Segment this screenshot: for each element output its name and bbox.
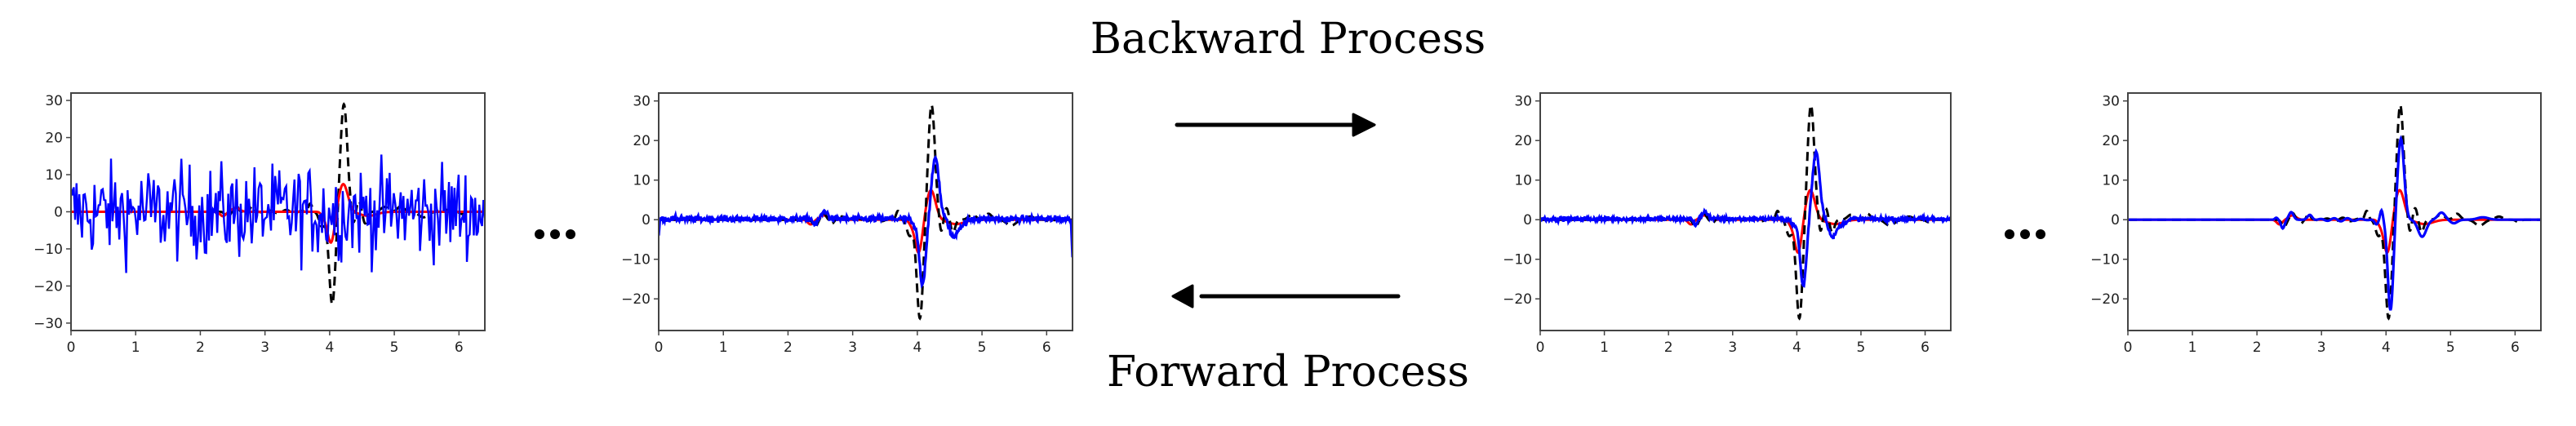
x-tick-label: 5 bbox=[390, 339, 399, 356]
y-tick-label: 0 bbox=[1523, 212, 1532, 229]
x-tick-label: 2 bbox=[196, 339, 205, 356]
y-tick-label: 0 bbox=[2111, 212, 2120, 229]
y-tick-label: 20 bbox=[633, 133, 651, 149]
sample-line bbox=[1540, 148, 1951, 288]
x-tick-label: 6 bbox=[2511, 339, 2520, 356]
y-tick-label: 20 bbox=[2102, 133, 2120, 149]
y-tick-label: 0 bbox=[642, 212, 651, 229]
x-tick-label: 0 bbox=[67, 339, 76, 356]
target-line bbox=[2128, 102, 2541, 321]
y-tick-label: 10 bbox=[2102, 173, 2120, 189]
y-tick-label: 10 bbox=[45, 167, 63, 184]
x-tick-label: 3 bbox=[260, 339, 269, 356]
forward-process-title: Forward Process bbox=[1106, 348, 1469, 397]
y-tick-label: 20 bbox=[45, 131, 63, 147]
y-tick-label: 20 bbox=[1514, 133, 1532, 149]
x-tick-label: 5 bbox=[978, 339, 987, 356]
y-tick-label: 30 bbox=[45, 93, 63, 109]
x-tick-label: 2 bbox=[1664, 339, 1673, 356]
sample-line bbox=[659, 154, 1073, 289]
x-tick-label: 0 bbox=[1536, 339, 1545, 356]
x-tick-label: 2 bbox=[784, 339, 793, 356]
x-tick-label: 4 bbox=[913, 339, 922, 356]
y-tick-label: 10 bbox=[633, 173, 651, 189]
plot-panel-2: 0 1 2 3 4 5 6 −20 −10 0 10 20 30 bbox=[621, 92, 1073, 356]
y-tick-label: −10 bbox=[2090, 252, 2120, 268]
sample-line bbox=[2128, 135, 2541, 311]
x-tick-label: 6 bbox=[1042, 339, 1051, 356]
y-tick-label: −10 bbox=[621, 252, 651, 268]
y-tick-label: −10 bbox=[33, 242, 63, 258]
y-tick-label: −20 bbox=[2090, 291, 2120, 308]
x-tick-label: 3 bbox=[1728, 339, 1737, 356]
y-tick-label: 10 bbox=[1514, 173, 1532, 189]
x-tick-label: 0 bbox=[655, 339, 664, 356]
axes-frame bbox=[1539, 92, 1952, 331]
right-arrow-icon bbox=[1175, 113, 1376, 137]
x-tick-label: 1 bbox=[1600, 339, 1609, 356]
ellipsis-left bbox=[535, 229, 581, 239]
y-tick-label: −20 bbox=[1503, 291, 1532, 308]
x-tick-label: 2 bbox=[2253, 339, 2262, 356]
y-tick-label: 0 bbox=[54, 205, 63, 221]
x-tick-label: 0 bbox=[2124, 339, 2133, 356]
plot-panel-1: 0 1 2 3 4 5 6 −30 −20 −10 0 10 20 30 bbox=[33, 92, 486, 356]
y-tick-label: −20 bbox=[33, 278, 63, 295]
x-tick-label: 1 bbox=[131, 339, 140, 356]
plot-panel-4: 0 1 2 3 4 5 6 −20 −10 0 10 20 30 bbox=[2090, 92, 2542, 356]
target-line bbox=[1540, 102, 1951, 321]
x-tick-label: 3 bbox=[848, 339, 857, 356]
sample-line bbox=[71, 154, 485, 273]
y-tick-label: −30 bbox=[33, 316, 63, 332]
x-tick-label: 1 bbox=[2188, 339, 2197, 356]
backward-process-title: Backward Process bbox=[1090, 15, 1486, 64]
axes-frame bbox=[658, 92, 1073, 331]
left-arrow-icon bbox=[1171, 284, 1401, 308]
y-tick-label: −10 bbox=[1503, 252, 1532, 268]
x-tick-label: 4 bbox=[2382, 339, 2391, 356]
y-tick-label: 30 bbox=[2102, 94, 2120, 110]
ellipsis-right bbox=[2005, 229, 2051, 239]
x-tick-label: 3 bbox=[2317, 339, 2326, 356]
x-tick-label: 6 bbox=[455, 339, 464, 356]
x-tick-label: 6 bbox=[1921, 339, 1930, 356]
plot-panel-3: 0 1 2 3 4 5 6 −20 −10 0 10 20 30 bbox=[1503, 92, 1952, 356]
x-tick-label: 5 bbox=[2446, 339, 2455, 356]
x-tick-label: 1 bbox=[719, 339, 728, 356]
y-tick-label: −20 bbox=[621, 291, 651, 308]
y-tick-label: 30 bbox=[633, 94, 651, 110]
axes-frame bbox=[2127, 92, 2542, 331]
x-tick-label: 5 bbox=[1857, 339, 1866, 356]
x-tick-label: 4 bbox=[325, 339, 334, 356]
y-tick-label: 30 bbox=[1514, 94, 1532, 110]
x-tick-label: 4 bbox=[1792, 339, 1801, 356]
